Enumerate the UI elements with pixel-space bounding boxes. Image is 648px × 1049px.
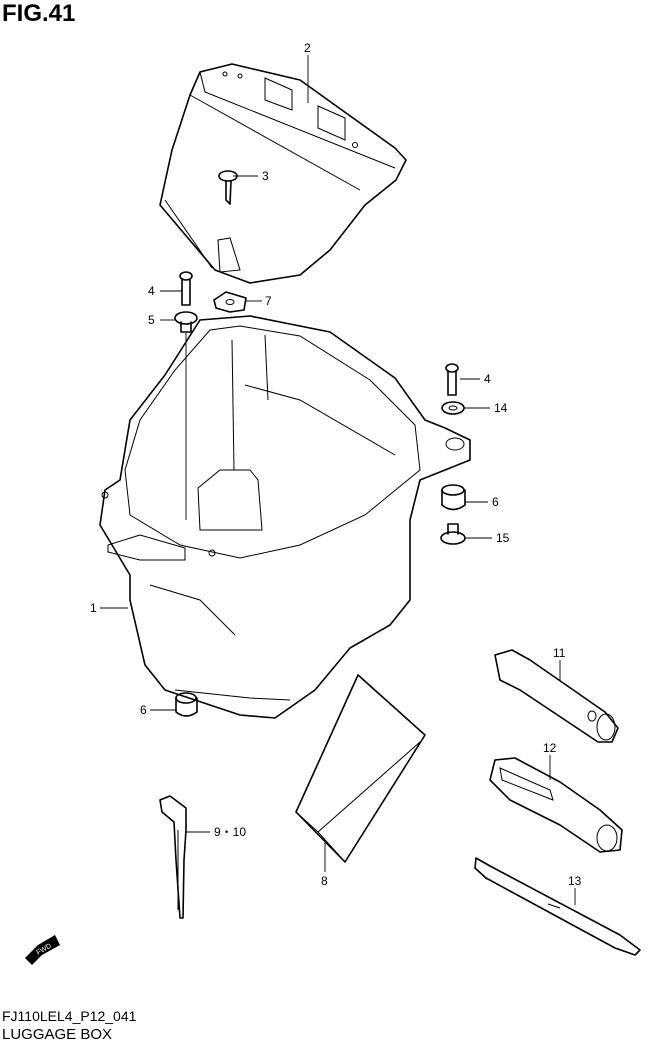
- part-9-10-cable-tie: [159, 795, 187, 919]
- callout-7: 7: [265, 294, 272, 308]
- fwd-label: FWD: [36, 943, 53, 957]
- callout-2: 2: [304, 41, 311, 55]
- callout-3: 3: [262, 169, 269, 183]
- callout-4-right: 4: [484, 372, 491, 386]
- part-13-bar-tool: [474, 857, 641, 956]
- callout-9-10: 9・10: [214, 825, 246, 839]
- part-2-upper-cover: [159, 63, 407, 284]
- part-4-bolt-left: [179, 271, 193, 306]
- part-14-washer: [441, 401, 465, 415]
- callout-1: 1: [90, 601, 97, 615]
- part-6-grommet-right: [441, 484, 466, 511]
- callout-13: 13: [568, 874, 582, 888]
- part-4-bolt-right: [445, 363, 459, 396]
- figure-title: FIG.41: [2, 0, 76, 27]
- part-12-holder: [489, 757, 623, 853]
- callout-15: 15: [496, 531, 510, 545]
- callout-4-left: 4: [148, 284, 155, 298]
- callout-8: 8: [321, 874, 328, 888]
- figure-code: FJ110LEL4_P12_041: [2, 1008, 137, 1024]
- part-1-luggage-box: [99, 315, 471, 719]
- figure-name: LUGGAGE BOX: [2, 1026, 113, 1043]
- callout-6-right: 6: [492, 495, 499, 509]
- part-11-tool-tube: [494, 649, 619, 743]
- fwd-arrow-badge: FWD: [25, 935, 60, 965]
- leader-lines: [100, 55, 576, 905]
- part-6-grommet-left: [175, 692, 198, 717]
- part-5-collar: [174, 311, 198, 333]
- part-7-clip-nut: [213, 291, 247, 313]
- part-8-manual-sheet: [295, 674, 426, 863]
- callout-12: 12: [543, 741, 557, 755]
- callout-6-left: 6: [140, 703, 147, 717]
- part-15-collar: [440, 523, 466, 545]
- callout-5: 5: [148, 313, 155, 327]
- callout-11: 11: [553, 646, 566, 660]
- callout-14: 14: [494, 401, 508, 415]
